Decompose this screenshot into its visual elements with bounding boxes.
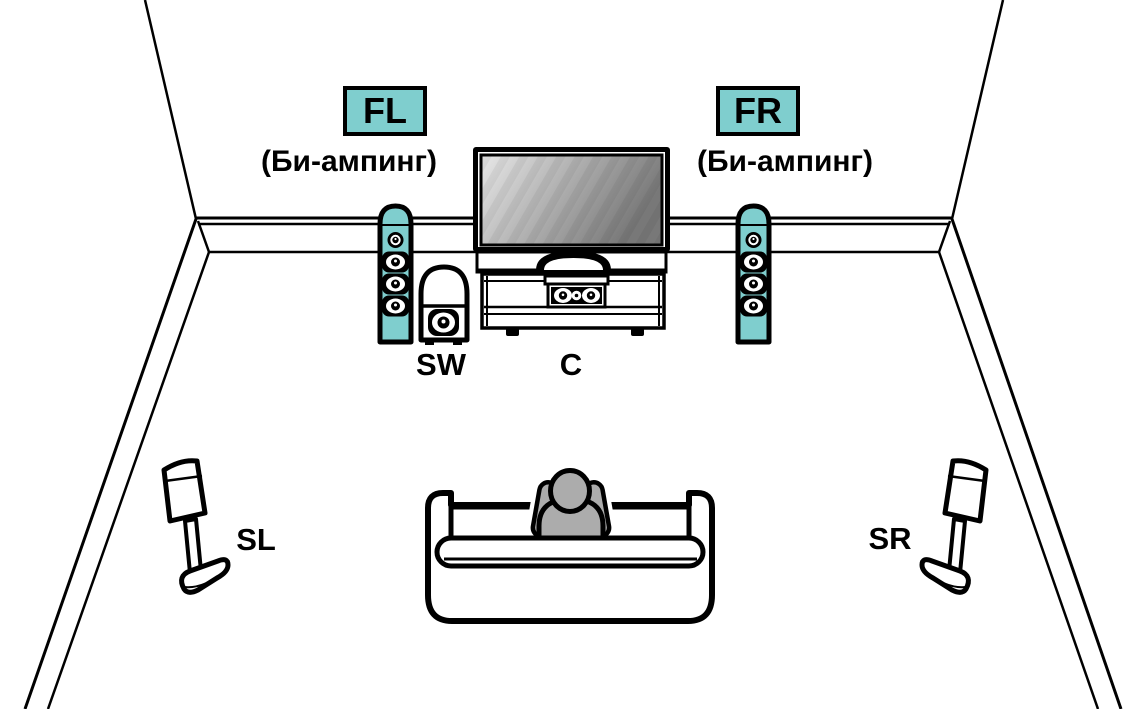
center-label: C — [559, 347, 583, 382]
front-right-tag-text: FR — [734, 90, 782, 131]
surround-left-label: SL — [236, 522, 276, 557]
subwoofer-foot — [453, 339, 462, 345]
front-right-speaker — [738, 206, 769, 342]
subwoofer-foot — [425, 339, 434, 345]
right-floor-edge-inner — [937, 251, 1100, 709]
left-floor-edge-outer — [23, 218, 198, 709]
front-left-caption: (Би-ампинг) — [260, 145, 438, 178]
listener-head — [548, 468, 592, 514]
surround-right-label: SR — [868, 521, 912, 556]
front-left-tag: FL — [343, 86, 427, 136]
stand-foot — [631, 328, 644, 336]
surround-right-speaker — [922, 461, 986, 593]
surround-left-speaker — [161, 458, 231, 595]
center-speaker — [543, 274, 610, 309]
sofa — [425, 464, 715, 624]
left-wall-corner-line — [143, 0, 198, 220]
satellite-base-line — [183, 571, 225, 589]
tv — [473, 147, 670, 252]
woofer — [382, 295, 409, 317]
tv-screen-sheen — [481, 155, 662, 245]
satellite-body — [161, 458, 208, 524]
tv-stand — [475, 250, 668, 336]
satellite-pole — [183, 517, 203, 575]
left-corner-joint — [196, 220, 211, 253]
sofa-seatback-cushion — [434, 535, 706, 569]
front-right-tag: FR — [716, 86, 800, 136]
subwoofer-speaker — [418, 264, 470, 345]
left-floor-edge-inner — [46, 251, 211, 709]
front-right-caption: (Би-ампинг) — [696, 145, 874, 178]
right-floor-edge-outer — [950, 218, 1123, 709]
satellite-baffle-line — [164, 474, 203, 483]
tweeter — [387, 232, 404, 248]
listener — [526, 464, 616, 548]
right-corner-joint — [937, 220, 952, 253]
front-left-tag-text: FL — [363, 90, 407, 131]
subwoofer-label: SW — [416, 347, 466, 382]
stand-foot — [506, 328, 519, 336]
tv-pedestal — [536, 251, 611, 270]
woofer — [382, 251, 409, 273]
right-wall-corner-line — [950, 0, 1005, 220]
woofer — [382, 273, 409, 295]
satellite-base — [179, 557, 231, 595]
subwoofer-driver — [428, 309, 459, 336]
front-left-speaker — [377, 203, 414, 345]
